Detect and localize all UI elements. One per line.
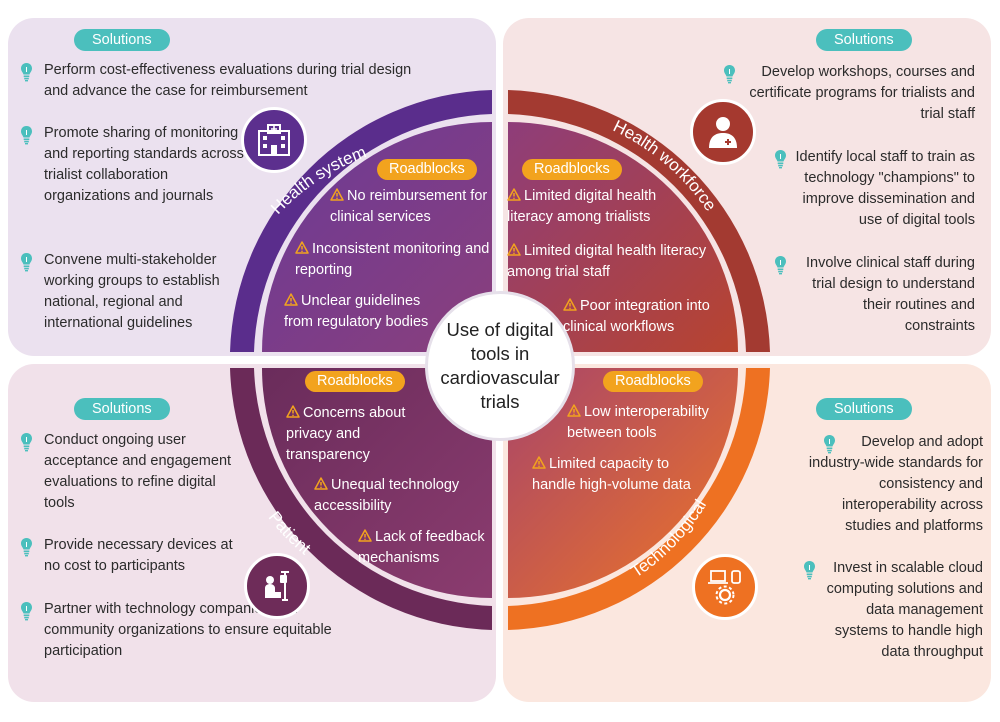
roadblock-item: Unequal technology accessibility <box>314 476 460 514</box>
lightbulb-icon <box>774 255 787 275</box>
roadblocks-pill: Roadblocks <box>377 159 477 180</box>
lightbulb-icon <box>20 601 33 621</box>
warning-icon <box>358 528 372 542</box>
roadblock-item: Limited capacity to handle high-volume d… <box>532 455 691 493</box>
center-title: Use of digital tools in cardiovascular t… <box>440 319 560 412</box>
hospital-icon <box>241 107 307 173</box>
warning-icon <box>314 476 328 490</box>
roadblocks-pill: Roadblocks <box>522 159 622 180</box>
solution-item: Conduct ongoing user acceptance and enga… <box>21 430 244 514</box>
solution-item: Convene multi-stakeholder working groups… <box>21 250 224 334</box>
lightbulb-icon <box>823 434 836 454</box>
warning-icon <box>295 240 309 254</box>
doctor-icon <box>690 99 756 165</box>
lightbulb-icon <box>20 252 33 272</box>
health-workforce-rim <box>508 90 770 352</box>
lightbulb-icon <box>20 62 33 82</box>
roadblock-item: Inconsistent monitoring and reporting <box>295 240 490 278</box>
roadblock-item: Limited digital health literacy among tr… <box>507 187 657 225</box>
solution-item: Invest in scalable cloud computing solut… <box>804 558 983 663</box>
warning-icon <box>507 187 521 201</box>
lightbulb-icon <box>723 64 736 84</box>
solution-item: Provide necessary devices at no cost to … <box>21 535 244 577</box>
lightbulb-icon <box>803 560 816 580</box>
warning-icon <box>532 455 546 469</box>
solution-item: Develop workshops, courses and certifica… <box>724 62 975 125</box>
solutions-pill: Solutions <box>74 29 170 51</box>
health-system-rim <box>230 90 492 352</box>
patient-iv-icon <box>244 553 310 619</box>
warning-icon <box>507 242 521 256</box>
lightbulb-icon <box>774 149 787 169</box>
warning-icon <box>567 403 581 417</box>
lightbulb-icon <box>20 537 33 557</box>
warning-icon <box>284 292 298 306</box>
roadblock-item: Low interoperability between tools <box>567 403 709 441</box>
roadblock-item: No reimbursement for clinical services <box>330 187 488 225</box>
roadblock-item: Concerns about privacy and transparency <box>286 404 406 463</box>
roadblock-item: Lack of feedback mechanisms <box>358 528 485 566</box>
roadblocks-pill: Roadblocks <box>305 371 405 392</box>
devices-gear-icon <box>692 554 758 620</box>
lightbulb-icon <box>20 125 33 145</box>
lightbulb-icon <box>20 432 33 452</box>
roadblock-item: Unclear guidelines from regulatory bodie… <box>284 292 429 330</box>
roadblock-item: Poor integration into clinical workflows <box>563 297 710 335</box>
solutions-pill: Solutions <box>74 398 170 420</box>
roadblock-item: Limited digital health literacy among tr… <box>507 242 707 280</box>
solution-item: Identify local staff to train as technol… <box>775 147 975 231</box>
patient-rim <box>230 368 492 630</box>
patient-sector <box>262 368 492 598</box>
technological-rim <box>508 368 770 630</box>
solution-item: Partner with technology companies and co… <box>21 599 344 662</box>
center-circle: Use of digital tools in cardiovascular t… <box>425 291 575 441</box>
warning-icon <box>286 404 300 418</box>
solutions-pill: Solutions <box>816 29 912 51</box>
solution-item: Promote sharing of monitoring and report… <box>21 123 244 207</box>
solution-item: Involve clinical staff during trial desi… <box>775 253 975 337</box>
warning-icon <box>330 187 344 201</box>
warning-icon <box>563 297 577 311</box>
roadblocks-pill: Roadblocks <box>603 371 703 392</box>
solution-item: Develop and adopt industry-wide standard… <box>808 434 983 534</box>
solution-item: Perform cost-effectiveness evaluations d… <box>21 60 414 102</box>
technological-sector <box>508 368 738 598</box>
solutions-pill: Solutions <box>816 398 912 420</box>
